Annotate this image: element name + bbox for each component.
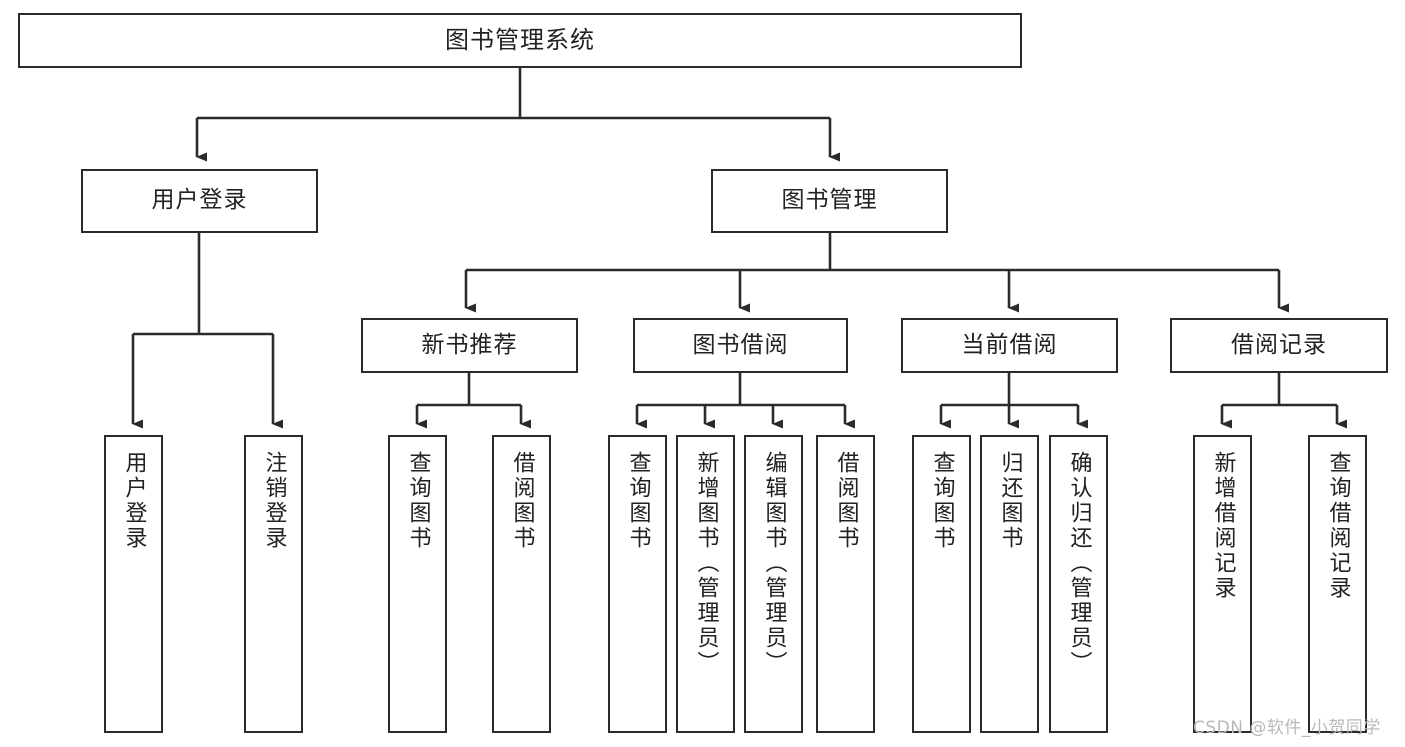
leaf-query-book-recommend[interactable]: 查询图书: [388, 435, 447, 733]
leaf-query-book-current[interactable]: 查询图书: [912, 435, 971, 733]
node-label: 图书借阅: [692, 331, 789, 358]
node-root-book-management-system[interactable]: 图书管理系统: [18, 13, 1022, 68]
node-label: 查询图书: [625, 451, 651, 551]
node-label: 查询借阅记录: [1325, 451, 1351, 601]
csdn-watermark: CSDN @软件_小贺同学: [1193, 718, 1381, 738]
node-label: 查询图书: [929, 451, 955, 551]
node-label: 图书管理: [781, 187, 878, 214]
node-book-borrow[interactable]: 图书借阅: [633, 318, 848, 373]
leaf-query-book-borrow[interactable]: 查询图书: [608, 435, 667, 733]
node-label: 归还图书: [997, 451, 1023, 551]
node-book-management[interactable]: 图书管理: [711, 169, 948, 233]
leaf-user-login[interactable]: 用户登录: [104, 435, 163, 733]
node-label: 借阅图书: [833, 451, 859, 551]
leaf-add-borrow-record[interactable]: 新增借阅记录: [1193, 435, 1252, 733]
leaf-borrow-book[interactable]: 借阅图书: [816, 435, 875, 733]
node-user-login[interactable]: 用户登录: [81, 169, 318, 233]
leaf-return-book[interactable]: 归还图书: [980, 435, 1039, 733]
node-label: 编辑图书（管理员）: [761, 451, 787, 676]
leaf-add-book-admin[interactable]: 新增图书（管理员）: [676, 435, 735, 733]
node-label: 注销登录: [261, 451, 287, 551]
node-label: 当前借阅: [961, 331, 1058, 358]
node-label: 借阅记录: [1231, 331, 1327, 358]
leaf-borrow-book-recommend[interactable]: 借阅图书: [492, 435, 551, 733]
node-borrow-record[interactable]: 借阅记录: [1170, 318, 1388, 373]
node-label: 用户登录: [151, 187, 248, 214]
leaf-query-borrow-record[interactable]: 查询借阅记录: [1308, 435, 1367, 733]
leaf-edit-book-admin[interactable]: 编辑图书（管理员）: [744, 435, 803, 733]
node-current-borrow[interactable]: 当前借阅: [901, 318, 1118, 373]
node-label: 新增图书（管理员）: [693, 451, 719, 676]
node-label: 图书管理系统: [445, 26, 595, 55]
node-label: 新书推荐: [421, 331, 518, 358]
leaf-confirm-return-admin[interactable]: 确认归还（管理员）: [1049, 435, 1108, 733]
node-new-book-recommend[interactable]: 新书推荐: [361, 318, 578, 373]
node-label: 查询图书: [405, 451, 431, 551]
node-label: 借阅图书: [509, 451, 535, 551]
node-label: 确认归还（管理员）: [1066, 451, 1092, 676]
node-label: 新增借阅记录: [1210, 451, 1236, 601]
node-label: 用户登录: [121, 451, 147, 551]
leaf-logout-login[interactable]: 注销登录: [244, 435, 303, 733]
